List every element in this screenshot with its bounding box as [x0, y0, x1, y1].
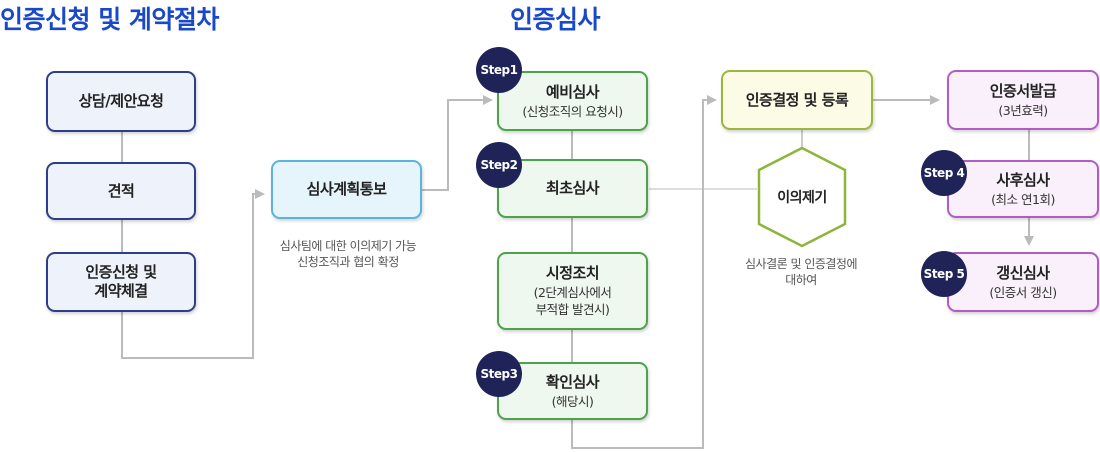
step3-badge: Step3 [476, 351, 522, 397]
audit-plan-notice-box: 심사계획통보 [271, 160, 422, 219]
initial-audit-label: 최초심사 [545, 179, 600, 198]
estimate-label: 견적 [107, 181, 135, 200]
arrow-contract-to-plan [121, 189, 265, 359]
step4-badge: Step 4 [921, 150, 967, 196]
objection-note-line1: 심사결론 및 인증결정에 [744, 257, 858, 271]
step2-badge: Step2 [476, 142, 522, 188]
preliminary-audit-sub: (신청조직의 요청시) [522, 103, 623, 119]
plan-notice-note-line2: 신청조직과 협의 확정 [297, 255, 399, 270]
objection-label: 이의제기 [777, 190, 827, 206]
decision-registration-label: 인증결정 및 등록 [745, 90, 849, 109]
verification-audit-label: 확인심사 [545, 372, 600, 391]
corrective-action-sub2: 부적합 발견시) [535, 302, 610, 318]
corrective-action-label: 시정조치 [545, 264, 600, 282]
surveillance-audit-label: 사후심사 [996, 170, 1050, 189]
initial-audit-box: 최초심사 [497, 159, 648, 218]
corrective-action-box: 시정조치 (2단계심사에서 부적합 발견시) [497, 252, 648, 330]
objection-note: 심사결론 및 인증결정에 대하여 [715, 256, 887, 288]
preliminary-audit-label: 예비심사 [545, 82, 600, 101]
corrective-action-sub1: (2단계심사에서 [533, 284, 612, 300]
certificate-issue-label: 인증서발급 [989, 81, 1057, 100]
verification-audit-sub: (해당시) [551, 393, 594, 409]
certificate-issue-sub: (3년효력) [998, 102, 1048, 118]
application-contract-line1: 인증신청 및 [85, 263, 157, 282]
surveillance-audit-box: 사후심사 (최소 연1회) [947, 160, 1099, 218]
objection-note-line2: 대하여 [785, 273, 817, 288]
audit-section-title: 인증심사 [510, 5, 601, 34]
application-contract-line2: 계약체결 [94, 282, 148, 300]
arrow-plan-to-preliminary [422, 95, 493, 191]
verification-audit-box: 확인심사 (해당시) [497, 362, 648, 420]
preliminary-audit-box: 예비심사 (신청조직의 요청시) [497, 71, 648, 131]
plan-notice-note: 심사팀에 대한 이의제기 가능 신청조직과 협의 확정 [253, 238, 443, 270]
plan-notice-note-line1: 심사팀에 대한 이의제기 가능 [279, 239, 417, 253]
renewal-audit-box: 갱신심사 (인증서 갱신) [947, 252, 1099, 312]
estimate-box: 견적 [46, 162, 196, 220]
audit-plan-notice-label: 심사계획통보 [306, 180, 387, 199]
renewal-audit-sub: (인증서 갱신) [989, 284, 1057, 300]
objection-hexagon [757, 146, 847, 248]
step1-badge: Step1 [476, 47, 522, 93]
step5-badge: Step 5 [921, 251, 967, 297]
certificate-issue-box: 인증서발급 (3년효력) [947, 70, 1099, 130]
arrow-verification-to-decision [571, 95, 717, 449]
renewal-audit-label: 갱신심사 [996, 263, 1050, 282]
consult-request-label: 상담/제안요청 [78, 92, 164, 111]
contract-section-title: 인증신청 및 계약절차 [0, 5, 219, 34]
surveillance-audit-sub: (최소 연1회) [991, 191, 1055, 207]
decision-registration-box: 인증결정 및 등록 [721, 70, 873, 130]
application-contract-box: 인증신청 및 계약체결 [46, 252, 196, 312]
consult-request-box: 상담/제안요청 [46, 71, 196, 132]
